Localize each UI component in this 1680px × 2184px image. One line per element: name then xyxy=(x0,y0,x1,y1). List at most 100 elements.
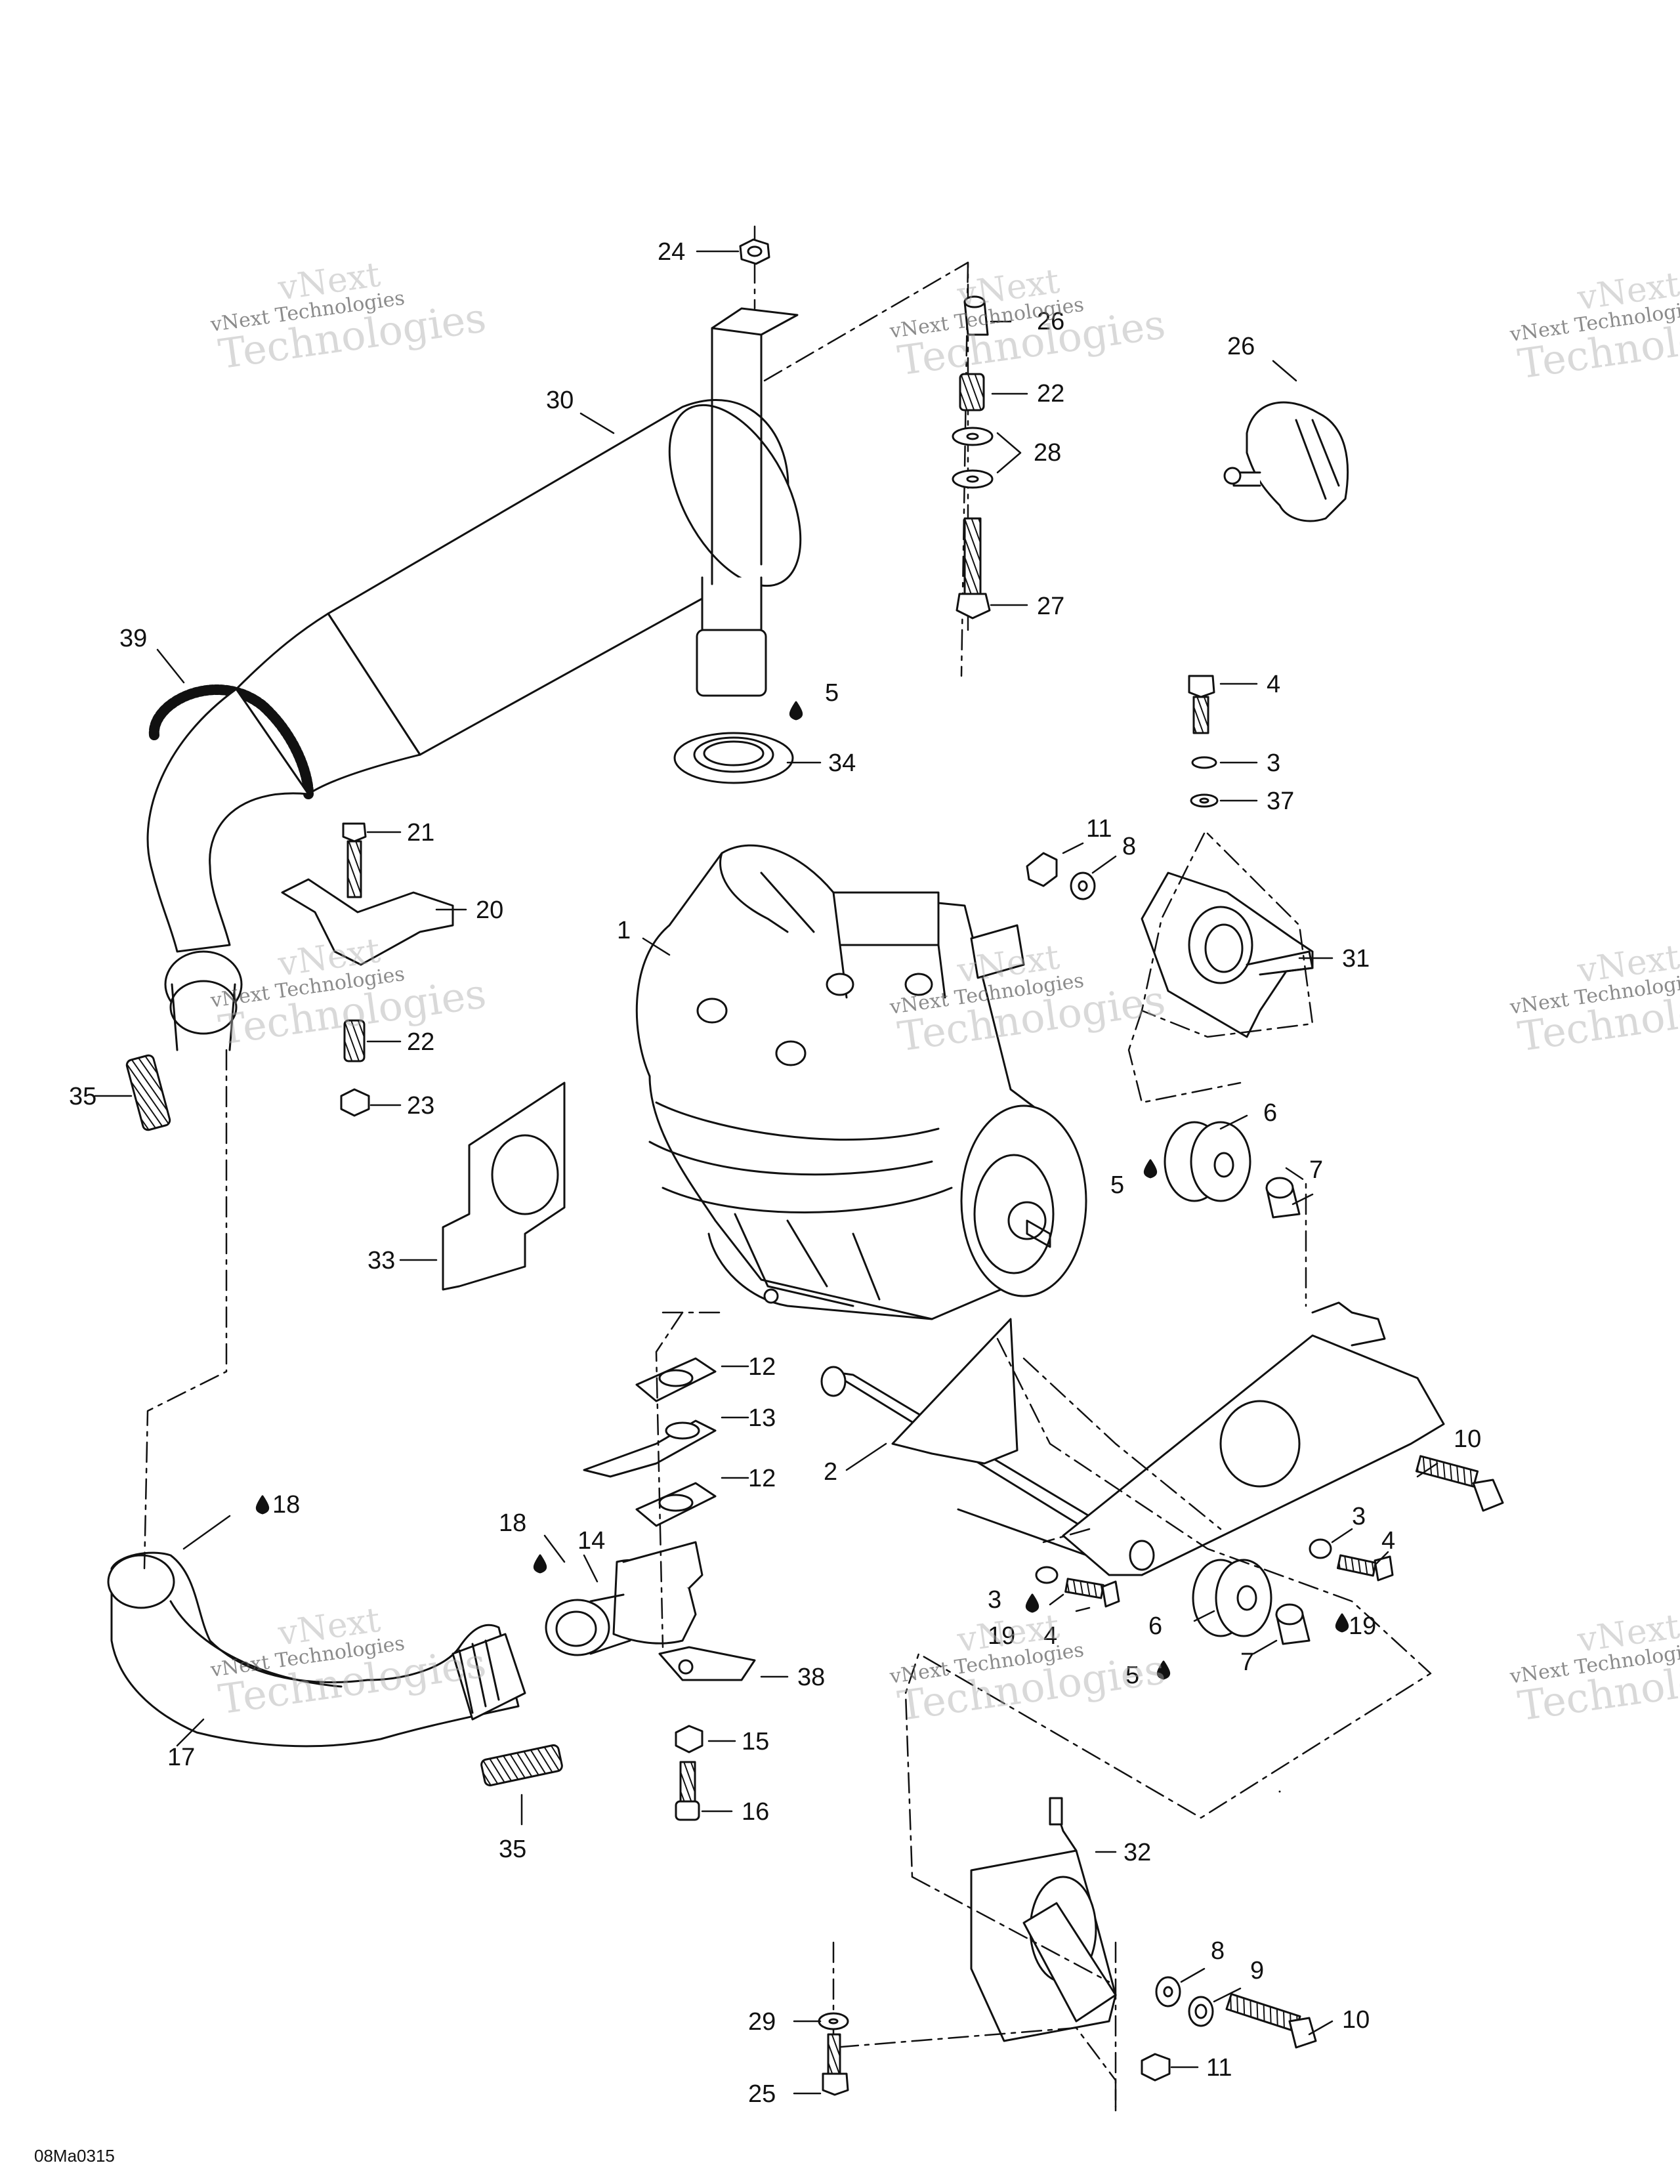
callout-18-lower: 18 xyxy=(499,1509,526,1537)
callout-5-lower: 5 xyxy=(1125,1662,1139,1689)
knob-part-26 xyxy=(1223,401,1349,1793)
rubber-mount-upper-part-6 xyxy=(1164,1121,1251,1202)
washer-part-8-upper xyxy=(1070,872,1096,900)
callout-24: 24 xyxy=(658,238,685,266)
callout-4-left: 4 xyxy=(1043,1622,1057,1650)
callout-3-upper: 3 xyxy=(1267,749,1280,777)
engine-part-1 xyxy=(635,844,1087,1320)
callout-8-upper: 8 xyxy=(1122,833,1136,860)
callout-3-right: 3 xyxy=(1352,1503,1366,1530)
callout-10-upper: 10 xyxy=(1454,1425,1481,1453)
bolt-part-10-lower xyxy=(1225,1993,1317,2049)
lubrication-drop-icons xyxy=(255,701,1349,1680)
callout-23: 23 xyxy=(407,1092,434,1120)
callout-16: 16 xyxy=(742,1798,769,1826)
washer-part-29 xyxy=(818,2012,849,2030)
callout-11-upper: 11 xyxy=(1086,815,1112,843)
callout-28: 28 xyxy=(1034,439,1061,467)
gasket-part-12-lower xyxy=(635,1482,717,1527)
callout-37: 37 xyxy=(1267,788,1294,815)
bolt-part-16 xyxy=(675,1761,700,1821)
callout-12-lower: 12 xyxy=(748,1465,776,1492)
exhaust-pipe-part-17 xyxy=(107,1551,526,1748)
bolt-part-4-upper xyxy=(1188,675,1215,734)
callout-leaders xyxy=(94,250,1438,2095)
callout-26: 26 xyxy=(1227,333,1255,360)
washer-part-3-right xyxy=(1309,1538,1332,1559)
spring-part-35-upper xyxy=(125,1054,171,1131)
bolt-part-10-upper xyxy=(1415,1455,1504,1512)
bolt-part-27 xyxy=(956,517,991,620)
callout-4-upper: 4 xyxy=(1267,671,1280,698)
callout-34: 34 xyxy=(828,749,856,777)
muffler-part-30 xyxy=(235,307,802,795)
callout-19-right: 19 xyxy=(1349,1612,1376,1640)
callout-30: 30 xyxy=(546,387,574,414)
ring-part-13 xyxy=(583,1419,717,1478)
nut-part-23 xyxy=(340,1088,370,1117)
callout-4-right: 4 xyxy=(1381,1527,1395,1555)
nut-part-11-lower xyxy=(1141,2053,1171,2082)
elbow-part-14 xyxy=(545,1541,704,1656)
callout-20: 20 xyxy=(476,896,503,924)
bolt-part-21 xyxy=(342,822,367,898)
callout-31: 31 xyxy=(1342,945,1370,973)
callout-39: 39 xyxy=(119,625,147,652)
callout-17: 17 xyxy=(167,1744,195,1771)
callout-14: 14 xyxy=(578,1527,605,1555)
bolt-part-4-lower-left xyxy=(1064,1578,1120,1608)
washer-part-37 xyxy=(1190,793,1219,808)
callout-25: 25 xyxy=(748,2080,776,2108)
callout-29: 29 xyxy=(748,2008,776,2036)
callout-22-upper: 22 xyxy=(1037,380,1064,408)
callout-18-upper: 18 xyxy=(272,1491,300,1519)
callout-8-lower: 8 xyxy=(1211,1937,1225,1965)
callout-7-upper: 7 xyxy=(1309,1156,1323,1184)
callout-27: 27 xyxy=(1037,593,1064,620)
callout-35-upper: 35 xyxy=(69,1083,96,1110)
callout-36: 26 xyxy=(1037,308,1064,335)
callout-21: 21 xyxy=(407,819,434,847)
nut-part-24 xyxy=(739,238,770,265)
callout-12-upper: 12 xyxy=(748,1353,776,1381)
callout-10-lower: 10 xyxy=(1342,2006,1370,2034)
washer-part-8-lower xyxy=(1155,1976,1181,2007)
callout-5-mid: 5 xyxy=(1110,1171,1124,1199)
callout-32: 32 xyxy=(1124,1839,1151,1866)
callout-3-left: 3 xyxy=(988,1586,1001,1614)
bushing-upper-part-7 xyxy=(1265,1177,1301,1219)
spacer-part-36 xyxy=(963,295,989,336)
callout-7-lower: 7 xyxy=(1240,1648,1254,1676)
callout-22-lower: 22 xyxy=(407,1028,434,1056)
callout-1: 1 xyxy=(617,917,631,944)
callout-19-left: 19 xyxy=(988,1622,1015,1650)
bushing-lower-part-7 xyxy=(1275,1603,1311,1645)
spring-part-22-upper xyxy=(959,373,985,411)
bracket-part-38 xyxy=(658,1646,756,1681)
callout-labels: 24 26 22 28 27 26 30 39 5 34 4 3 37 11 8… xyxy=(69,238,1481,2108)
nut-part-11-upper xyxy=(1026,852,1058,887)
bolt-part-4-right xyxy=(1336,1554,1394,1582)
callout-15: 15 xyxy=(742,1728,769,1755)
spring-part-22-lower xyxy=(343,1019,366,1062)
washer-part-9 xyxy=(1188,1996,1214,2027)
nut-part-15 xyxy=(675,1725,704,1754)
callout-9: 9 xyxy=(1250,1957,1264,1984)
callout-6-upper: 6 xyxy=(1263,1099,1277,1127)
callout-35-lower: 35 xyxy=(499,1836,526,1863)
rear-mount-part-32 xyxy=(970,1797,1117,2042)
callout-38: 38 xyxy=(797,1664,825,1691)
plate-part-33 xyxy=(442,1082,566,1291)
bolt-part-25 xyxy=(822,2033,849,2096)
rubber-mount-lower-part-6 xyxy=(1192,1559,1272,1637)
callout-6-lower: 6 xyxy=(1148,1612,1162,1640)
washer-part-3-upper xyxy=(1191,756,1217,769)
callout-11-lower: 11 xyxy=(1206,2054,1232,2082)
washer-part-3-lower-left xyxy=(1035,1566,1059,1584)
callout-2: 2 xyxy=(824,1458,837,1486)
callout-13: 13 xyxy=(748,1404,776,1432)
grommet-part-34 xyxy=(673,732,794,784)
engine-mount-part-31 xyxy=(1141,872,1314,1038)
gasket-part-12-upper xyxy=(635,1357,717,1402)
